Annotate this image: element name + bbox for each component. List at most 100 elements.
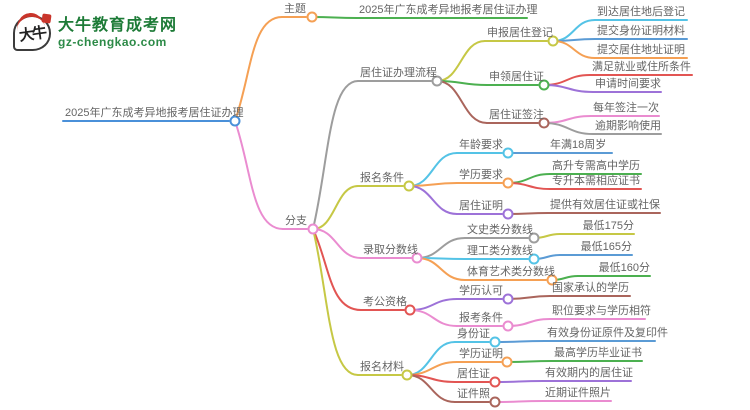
- node-declare-residence[interactable]: 申报居住登记: [487, 27, 553, 39]
- node-liberal-arts-line[interactable]: 文史类分数线: [467, 224, 533, 236]
- edge-enrollment-materials: [312, 228, 359, 376]
- node-age-requirement[interactable]: 年龄要求: [459, 139, 503, 151]
- node-sports-arts-line[interactable]: 体育艺术类分数线: [467, 266, 555, 278]
- toggle-residence-permit[interactable]: [489, 376, 501, 388]
- node-branch-label[interactable]: 分支: [285, 215, 307, 227]
- node-topic-title[interactable]: 2025年广东成考异地报考居住证办理: [359, 4, 538, 16]
- edge-sports-arts-line: [416, 257, 466, 281]
- node-valid-id-original-copy[interactable]: 有效身份证原件及复印件: [547, 327, 668, 339]
- edge-topic-title: [311, 16, 358, 19]
- node-zhuanshengben-certificate[interactable]: 专升本需相应证书: [552, 175, 640, 187]
- logo-bull-icon: 大牛: [13, 11, 52, 51]
- edge-application-time-requirement: [543, 84, 594, 93]
- node-employment-or-residence-condition[interactable]: 满足就业或住所条件: [592, 61, 691, 73]
- node-science-line[interactable]: 理工类分数线: [467, 245, 533, 257]
- edge-valid-permit-or-social-security: [507, 212, 549, 215]
- edge-employment-or-residence-condition: [543, 74, 591, 86]
- edge-civil-service-eligibility: [312, 228, 362, 311]
- toggle-root[interactable]: [229, 115, 241, 127]
- edge-valid-period-permit: [494, 380, 544, 383]
- toggle-civil-service-eligibility[interactable]: [404, 304, 416, 316]
- node-annual-endorsement[interactable]: 每年签注一次: [593, 102, 659, 114]
- toggle-application-condition[interactable]: [502, 320, 514, 332]
- toggle-liberal-arts-line[interactable]: [528, 232, 540, 244]
- node-root[interactable]: 2025年广东成考异地报考居住证办理: [65, 107, 244, 119]
- toggle-topic-label[interactable]: [306, 11, 318, 23]
- logo-text: 大牛教育成考网 gz-chengkao.com: [58, 17, 177, 49]
- edge-gaoshengzhuan-highschool: [507, 173, 551, 184]
- node-submit-address-proof[interactable]: 提交居住地址证明: [597, 44, 685, 56]
- toggle-degree-recognition[interactable]: [502, 293, 514, 305]
- node-education-proof[interactable]: 学历证明: [459, 348, 503, 360]
- node-residence-proof[interactable]: 居住证明: [459, 200, 503, 212]
- toggle-id-card[interactable]: [489, 336, 501, 348]
- logo-domain-text: gz-chengkao.com: [58, 35, 167, 49]
- edge-residence-proof: [408, 185, 458, 215]
- node-min-165[interactable]: 最低165分: [580, 241, 632, 253]
- node-overdue-affects-use[interactable]: 逾期影响使用: [595, 120, 661, 132]
- edge-application-condition: [409, 309, 458, 327]
- node-highest-diploma[interactable]: 最高学历毕业证书: [554, 347, 642, 359]
- edge-state-recognized-degree: [507, 295, 551, 300]
- node-civil-service-eligibility[interactable]: 考公资格: [363, 296, 407, 308]
- toggle-age-requirement[interactable]: [502, 147, 514, 159]
- node-permit-process[interactable]: 居住证办理流程: [360, 67, 437, 79]
- edge-register-after-arrival: [552, 19, 596, 42]
- edge-id-photo: [406, 374, 456, 403]
- node-min-175[interactable]: 最低175分: [582, 220, 634, 232]
- node-education-requirement[interactable]: 学历要求: [459, 169, 503, 181]
- site-logo[interactable]: 大牛 大牛教育成考网 gz-chengkao.com: [13, 11, 177, 51]
- node-gaoshengzhuan-highschool[interactable]: 高升专需高中学历: [552, 160, 640, 172]
- toggle-permit-process[interactable]: [431, 75, 443, 87]
- node-valid-period-permit[interactable]: 有效期内的居住证: [545, 367, 633, 379]
- node-id-photo[interactable]: 证件照: [457, 388, 490, 400]
- node-enrollment-materials[interactable]: 报名材料: [360, 361, 404, 373]
- node-min-160[interactable]: 最低160分: [598, 262, 650, 274]
- toggle-sports-arts-line[interactable]: [546, 274, 558, 286]
- node-residence-permit[interactable]: 居住证: [457, 368, 490, 380]
- edge-enrollment-conditions: [312, 185, 359, 230]
- edge-recent-photo: [494, 400, 544, 403]
- edge-zhuanshengben-certificate: [507, 182, 551, 190]
- node-apply-permit[interactable]: 申领居住证: [489, 71, 544, 83]
- node-recent-photo[interactable]: 近期证件照片: [545, 387, 611, 399]
- toggle-education-requirement[interactable]: [502, 177, 514, 189]
- toggle-apply-permit[interactable]: [538, 79, 550, 91]
- node-topic-label[interactable]: 主题: [284, 3, 306, 15]
- node-application-condition[interactable]: 报考条件: [459, 312, 503, 324]
- edge-branch-label: [234, 120, 284, 230]
- edge-overdue-affects-use: [543, 122, 594, 135]
- edge-position-degree-match: [507, 318, 551, 327]
- toggle-enrollment-materials[interactable]: [401, 369, 413, 381]
- node-admission-score-lines[interactable]: 录取分数线: [363, 244, 418, 256]
- toggle-declare-residence[interactable]: [547, 35, 559, 47]
- toggle-id-photo[interactable]: [489, 396, 501, 408]
- node-submit-identity-proof[interactable]: 提交身份证明材料: [597, 25, 685, 37]
- node-valid-permit-or-social-security[interactable]: 提供有效居住证或社保: [550, 199, 660, 211]
- node-application-time-requirement[interactable]: 申请时间要求: [595, 78, 661, 90]
- edge-permit-endorsement: [436, 80, 488, 124]
- toggle-residence-proof[interactable]: [502, 208, 514, 220]
- node-state-recognized-degree[interactable]: 国家承认的学历: [552, 282, 629, 294]
- logo-brand-name: 大牛教育成考网: [58, 17, 178, 34]
- edge-topic-label: [234, 16, 283, 122]
- node-degree-recognition[interactable]: 学历认可: [459, 285, 503, 297]
- node-permit-endorsement[interactable]: 居住证签注: [489, 109, 544, 121]
- node-age-18[interactable]: 年满18周岁: [550, 139, 607, 151]
- node-position-degree-match[interactable]: 职位要求与学历相符: [552, 305, 651, 317]
- node-id-card[interactable]: 身份证: [457, 328, 490, 340]
- node-register-after-arrival[interactable]: 到达居住地后登记: [597, 6, 685, 18]
- edge-degree-recognition: [409, 298, 458, 311]
- toggle-education-proof[interactable]: [501, 356, 513, 368]
- toggle-admission-score-lines[interactable]: [411, 252, 423, 264]
- edge-age-requirement: [408, 152, 458, 187]
- toggle-science-line[interactable]: [528, 253, 540, 265]
- toggle-permit-endorsement[interactable]: [538, 117, 550, 129]
- toggle-enrollment-conditions[interactable]: [403, 180, 415, 192]
- edge-highest-diploma: [506, 360, 553, 363]
- node-enrollment-conditions[interactable]: 报名条件: [360, 172, 404, 184]
- toggle-branch-label[interactable]: [307, 223, 319, 235]
- edge-declare-residence: [436, 40, 486, 82]
